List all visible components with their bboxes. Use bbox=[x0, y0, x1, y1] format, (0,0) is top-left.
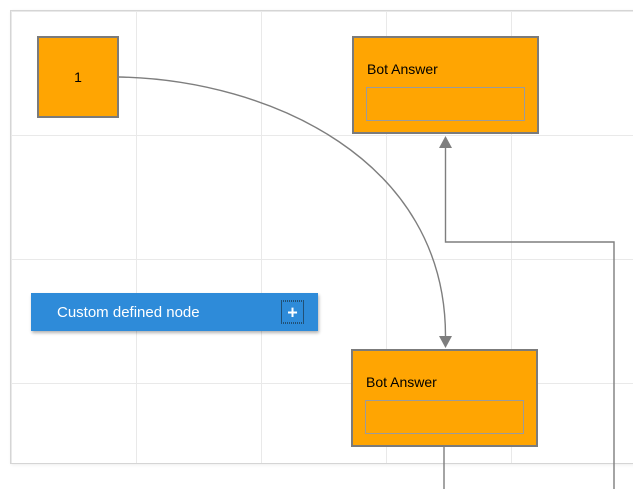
node-square-label: 1 bbox=[74, 69, 82, 85]
add-node-plus-icon[interactable]: + bbox=[281, 300, 304, 324]
node-bot-answer-bottom[interactable]: Bot Answer bbox=[351, 349, 538, 447]
bot-answer-input[interactable] bbox=[366, 87, 525, 121]
bot-answer-title: Bot Answer bbox=[366, 374, 437, 390]
node-square-1[interactable]: 1 bbox=[37, 36, 119, 118]
connector-bezier[interactable] bbox=[118, 76, 447, 337]
arrowhead-down-icon bbox=[439, 336, 452, 348]
custom-defined-node-label: Custom defined node bbox=[57, 303, 200, 321]
custom-defined-node-button[interactable]: Custom defined node + bbox=[31, 293, 318, 331]
arrowhead-up-icon bbox=[439, 136, 452, 148]
connector-orthogonal[interactable] bbox=[444, 148, 615, 489]
bot-answer-input[interactable] bbox=[365, 400, 524, 434]
bot-answer-title: Bot Answer bbox=[367, 61, 438, 77]
node-bot-answer-top[interactable]: Bot Answer bbox=[352, 36, 539, 134]
